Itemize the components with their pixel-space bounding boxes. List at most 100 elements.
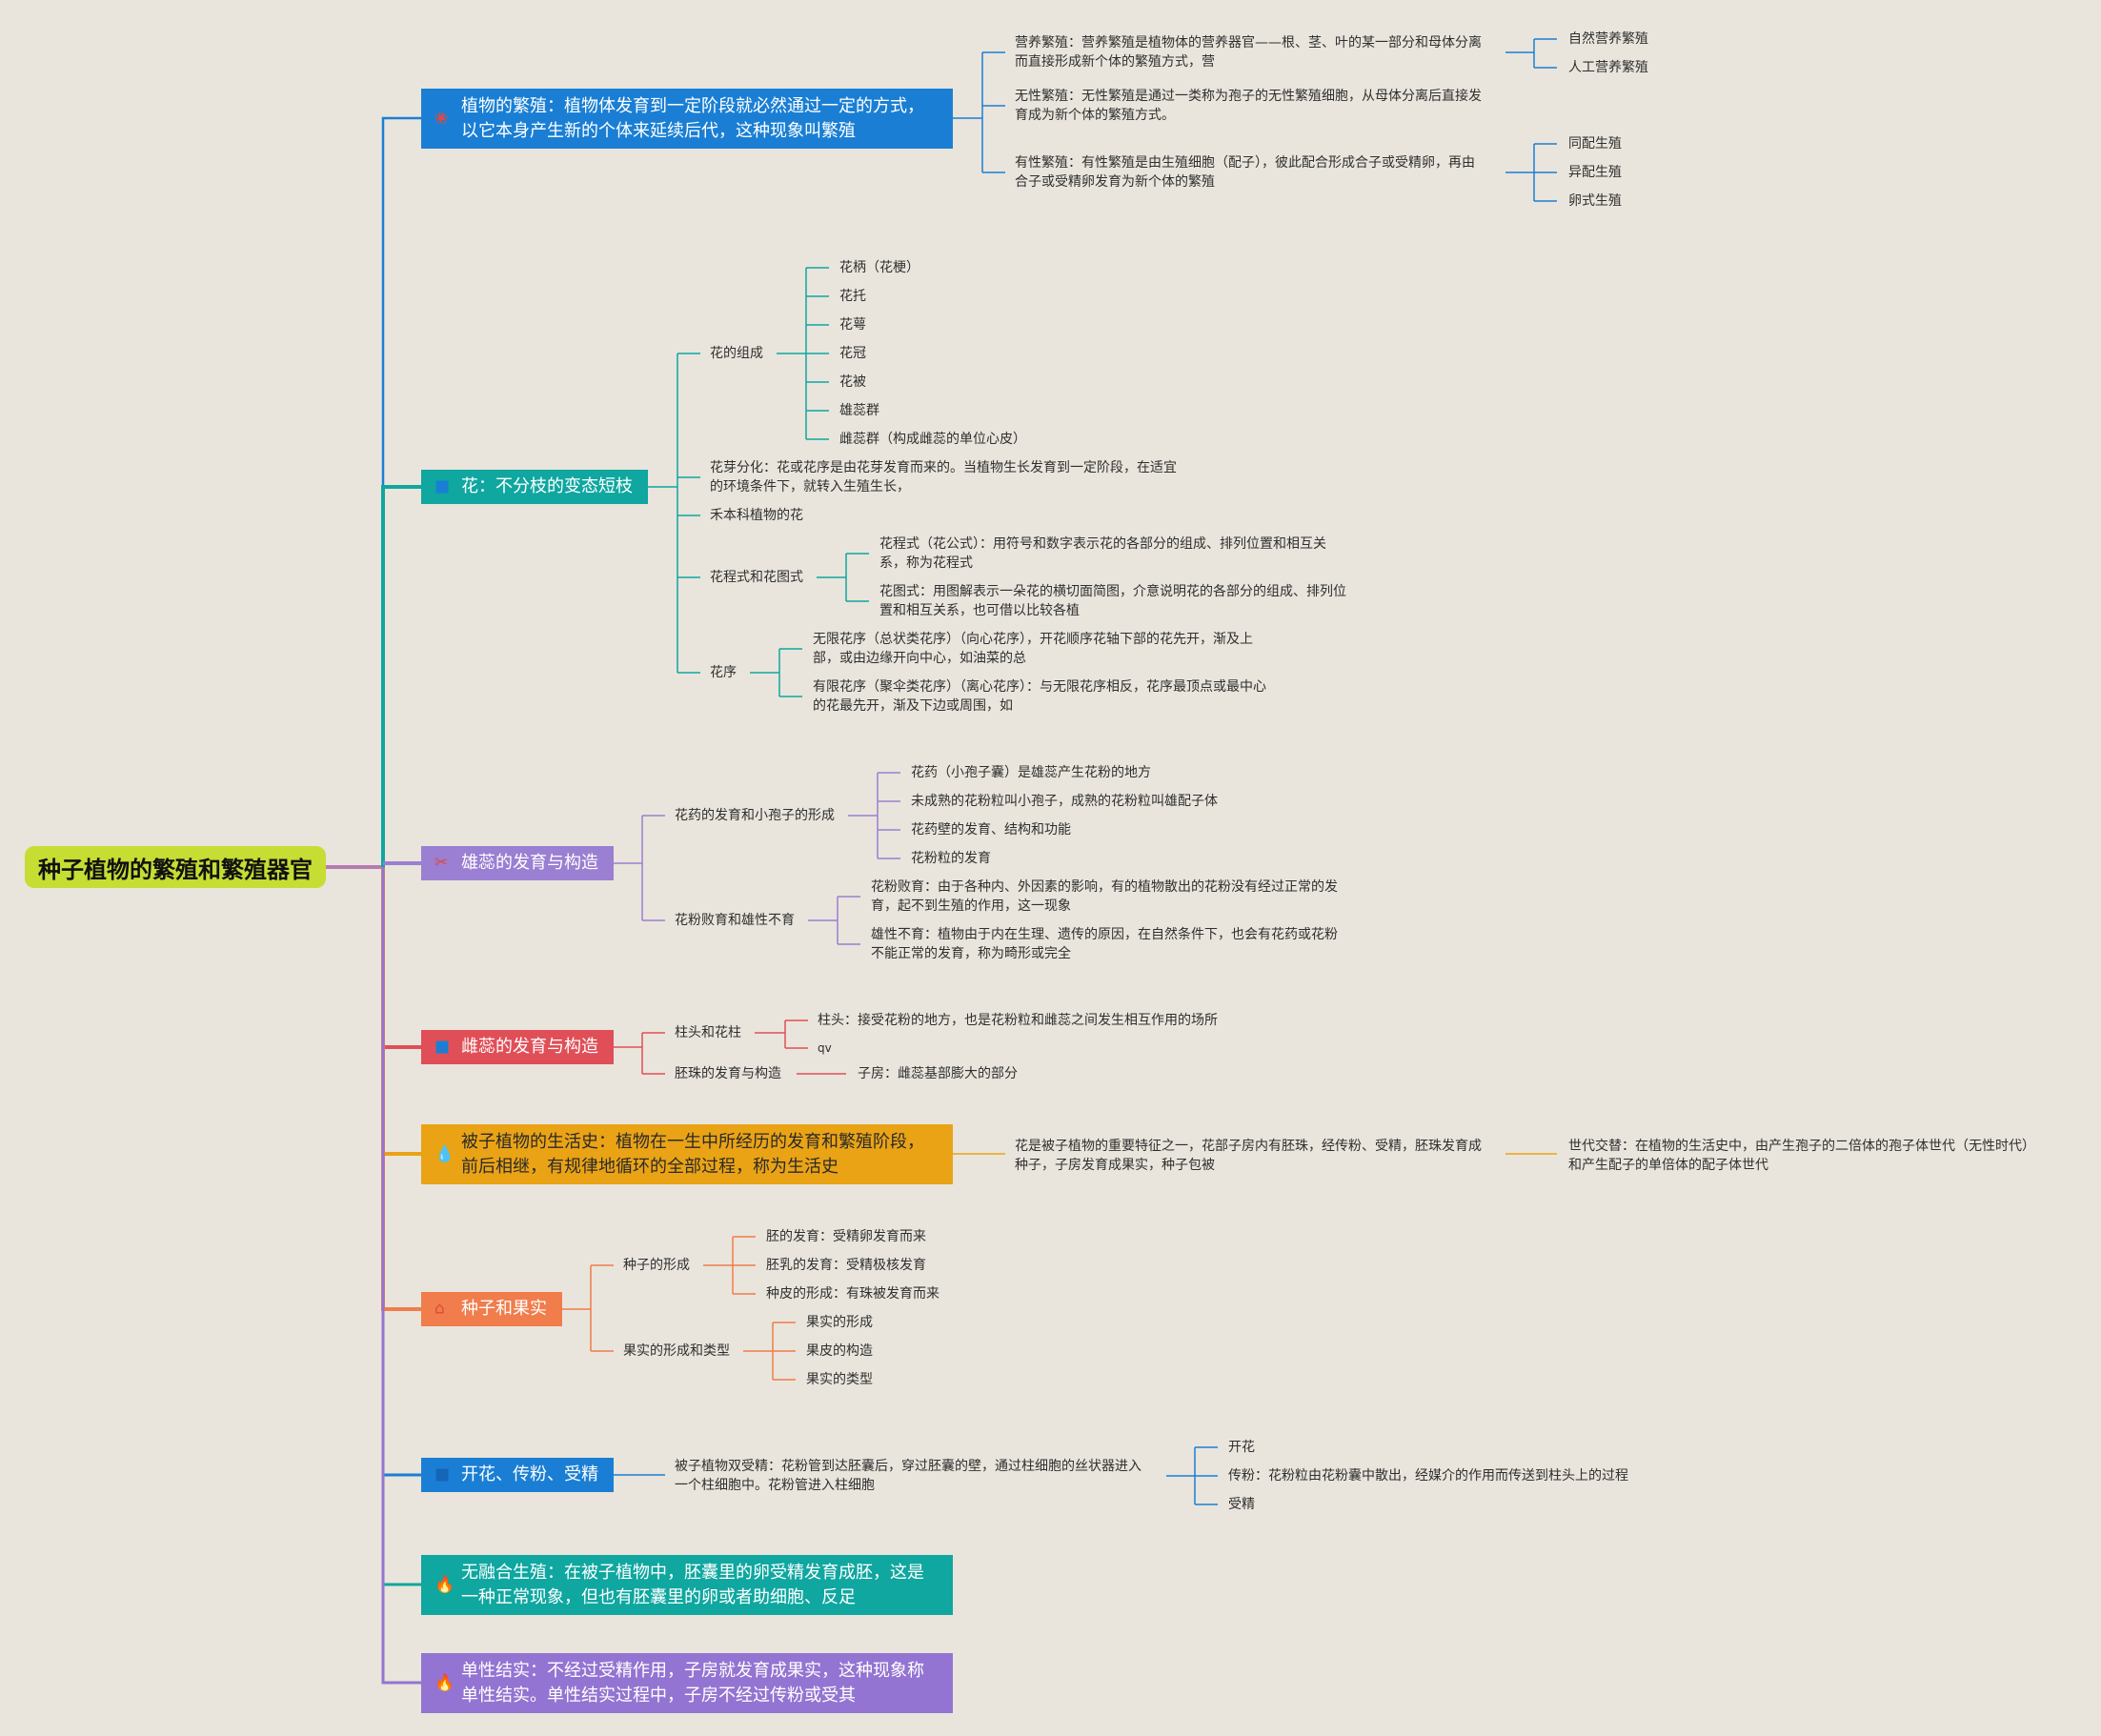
node-stigma-style[interactable]: 柱头和花柱 [675,1025,741,1040]
topic-line-2: 单性结实。单性结实过程中，子房不经过传粉或受其 [461,1685,856,1706]
node-line-1: 营养繁殖：营养繁殖是植物体的营养器官——根、茎、叶的某一部分和母体分离 [1015,35,1482,50]
node-line-1: 花芽分化：花或花序是由花芽发育而来的。当植物生长发育到一定阶段，在适宜 [710,460,1177,475]
node-flower-feature[interactable]: 花是被子植物的重要特征之一，花部子房内有胚珠，经传粉、受精，胚珠发育成 种子，子… [1015,1137,1482,1175]
node-anther-wall[interactable]: 花药壁的发育、结构和功能 [911,822,1071,838]
node-determinate-inflorescence[interactable]: 有限花序（聚伞类花序）（离心花序）：与无限花序相反，花序最顶点或最中心 的花最先… [813,677,1266,716]
node-gynoecium[interactable]: 雌蕊群（构成雌蕊的单位心皮） [839,432,1026,447]
topic-line-1: 被子植物的生活史：植物在一生中所经历的发育和繁殖阶段， [461,1131,924,1152]
node-ovary[interactable]: 子房：雌蕊基部膨大的部分 [858,1066,1018,1081]
trunk-connector [381,867,421,1156]
node-grass-flower[interactable]: 禾本科植物的花 [710,508,803,523]
topic-line-1: 植物的繁殖：植物体发育到一定阶段就必然通过一定的方式， [461,95,924,116]
node-calyx[interactable]: 花萼 [839,317,866,333]
node-isogamy[interactable]: 同配生殖 [1568,136,1622,151]
trunk-connector [381,867,421,1311]
topic-seed-fruit[interactable]: ⌂ 种子和果实 [421,1292,562,1326]
root-label: 种子植物的繁殖和繁殖器官 [38,856,313,883]
node-line-2: 育成为新个体的繁殖方式。 [1015,108,1175,123]
node-perianth[interactable]: 花被 [839,374,866,390]
trunk-connector [381,485,421,867]
node-male-sterility[interactable]: 雄性不育：植物由于内在生理、遗传的原因，在自然条件下，也会有花药或花粉 不能正常… [871,925,1338,963]
node-pollen-development[interactable]: 花粉粒的发育 [911,851,991,866]
node-line-1: 世代交替：在植物的生活史中，由产生孢子的二倍体的孢子体世代（无性时代） [1568,1139,2035,1154]
node-alternation-of-generations[interactable]: 世代交替：在植物的生活史中，由产生孢子的二倍体的孢子体世代（无性时代） 和产生配… [1568,1137,2035,1175]
node-double-fertilization[interactable]: 被子植物双受精：花粉管到达胚囊后，穿过胚囊的壁，通过柱细胞的丝状器进入 一个柱细… [675,1457,1141,1495]
node-pollination[interactable]: 传粉：花粉粒由花粉囊中散出，经媒介的作用而传送到柱头上的过程 [1228,1468,1628,1484]
node-line-1: 有限花序（聚伞类花序）（离心花序）：与无限花序相反，花序最顶点或最中心 [813,679,1266,695]
home-icon: ⌂ [434,1299,445,1319]
node-flowering[interactable]: 开花 [1228,1440,1255,1455]
topic-label: 雌蕊的发育与构造 [461,1037,598,1057]
node-pollen-abortion-sterility[interactable]: 花粉败育和雄性不育 [675,913,795,928]
node-line-2: 的环境条件下，就转入生殖生长， [710,479,910,495]
node-anther-microsporangium[interactable]: 花药（小孢子囊）是雄蕊产生花粉的地方 [911,765,1151,780]
node-embryo-development[interactable]: 胚的发育：受精卵发育而来 [766,1229,926,1244]
node-endosperm-development[interactable]: 胚乳的发育：受精极核发育 [766,1258,926,1273]
node-line-1: 被子植物双受精：花粉管到达胚囊后，穿过胚囊的壁，通过柱细胞的丝状器进入 [675,1459,1141,1474]
node-anther-development[interactable]: 花药的发育和小孢子的形成 [675,808,835,823]
node-sexual-reproduction[interactable]: 有性繁殖：有性繁殖是由生殖细胞（配子），彼此配合形成合子或受精卵，再由 合子或受… [1015,153,1475,192]
topic-label: 雄蕊的发育与构造 [461,853,598,873]
topic-line-1: 无融合生殖：在被子植物中，胚囊里的卵受精发育成胚，这是 [461,1562,924,1583]
node-fertilization[interactable]: 受精 [1228,1497,1255,1512]
topic-flowering-pollination-fertilization[interactable]: ■ 开花、传粉、受精 [421,1458,614,1492]
node-microspore[interactable]: 未成熟的花粉粒叫小孢子，成熟的花粉粒叫雄配子体 [911,794,1218,809]
node-inflorescence[interactable]: 花序 [710,665,737,680]
node-pollen-abortion[interactable]: 花粉败育：由于各种内、外因素的影响，有的植物散出的花粉没有经过正常的发 育，起不… [871,878,1338,916]
topic-pistil[interactable]: ■ 雌蕊的发育与构造 [421,1030,614,1064]
node-fruit-formation-types[interactable]: 果实的形成和类型 [623,1343,730,1359]
node-line-1: 雄性不育：植物由于内在生理、遗传的原因，在自然条件下，也会有花药或花粉 [871,927,1338,942]
node-line-2: 置和相互关系，也可借以比较各植 [879,603,1080,618]
node-pedicel[interactable]: 花柄（花梗） [839,260,919,275]
node-line-2: 而直接形成新个体的繁殖方式，营 [1015,54,1215,70]
node-corolla[interactable]: 花冠 [839,346,866,361]
node-qv[interactable]: qv [818,1041,832,1055]
node-line-2: 一个柱细胞中。花粉管进入柱细胞 [675,1478,875,1493]
node-seed-coat-formation[interactable]: 种皮的形成：有珠被发育而来 [766,1286,939,1302]
node-oogamy[interactable]: 卵式生殖 [1568,193,1622,209]
topic-apomixis[interactable]: 🔥 无融合生殖：在被子植物中，胚囊里的卵受精发育成胚，这是 一种正常现象，但也有… [421,1555,953,1615]
node-seed-formation[interactable]: 种子的形成 [623,1258,690,1273]
node-artificial-vegetative[interactable]: 人工营养繁殖 [1568,60,1648,75]
node-ovule-development[interactable]: 胚珠的发育与构造 [675,1066,781,1081]
node-flower-composition[interactable]: 花的组成 [710,346,763,361]
node-line-1: 花程式（花公式）：用符号和数字表示花的各部分的组成、排列位置和相互关 [879,536,1326,552]
node-floral-diagram[interactable]: 花图式：用图解表示一朵花的横切面简图，介意说明花的各部分的组成、排列位 置和相互… [879,582,1346,620]
node-receptacle[interactable]: 花托 [839,289,866,304]
topic-life-cycle[interactable]: 💧 被子植物的生活史：植物在一生中所经历的发育和繁殖阶段， 前后相继，有规律地循… [421,1124,953,1184]
node-line-2: 育，起不到生殖的作用，这一现象 [871,898,1071,914]
node-fruit-types[interactable]: 果实的类型 [806,1372,873,1387]
node-flower-bud-differentiation[interactable]: 花芽分化：花或花序是由花芽发育而来的。当植物生长发育到一定阶段，在适宜 的环境条… [710,458,1177,496]
node-vegetative-reproduction[interactable]: 营养繁殖：营养繁殖是植物体的营养器官——根、茎、叶的某一部分和母体分离 而直接形… [1015,33,1482,71]
node-line-1: 花是被子植物的重要特征之一，花部子房内有胚珠，经传粉、受精，胚珠发育成 [1015,1139,1482,1154]
node-stigma[interactable]: 柱头：接受花粉的地方，也是花粉粒和雌蕊之间发生相互作用的场所 [818,1013,1218,1028]
square-icon: ■ [434,1037,451,1057]
node-pericarp-structure[interactable]: 果皮的构造 [806,1343,873,1359]
node-line-2: 种子，子房发育成果实，种子包被 [1015,1158,1215,1173]
node-floral-formula-diagram[interactable]: 花程式和花图式 [710,570,803,585]
square-icon: ■ [434,476,451,496]
topic-plant-reproduction[interactable]: ❀ 植物的繁殖：植物体发育到一定阶段就必然通过一定的方式， 以它本身产生新的个体… [421,89,953,149]
node-line-1: 花粉败育：由于各种内、外因素的影响，有的植物散出的花粉没有经过正常的发 [871,879,1338,895]
node-line-2: 系，称为花程式 [879,555,973,571]
node-androecium[interactable]: 雄蕊群 [839,403,879,418]
node-fruit-formation[interactable]: 果实的形成 [806,1315,873,1330]
trunk-connector [381,867,421,1586]
node-line-2: 的花最先开，渐及下边或周围，如 [813,698,1013,714]
node-indeterminate-inflorescence[interactable]: 无限花序（总状类花序）（向心花序），开花顺序花轴下部的花先开，渐及上 部，或由边… [813,630,1253,668]
node-floral-formula[interactable]: 花程式（花公式）：用符号和数字表示花的各部分的组成、排列位置和相互关 系，称为花… [879,535,1326,573]
node-asexual-reproduction[interactable]: 无性繁殖：无性繁殖是通过一类称为孢子的无性繁殖细胞，从母体分离后直接发 育成为新… [1015,87,1482,125]
trunk-connector [381,116,421,867]
root-topic[interactable]: 种子植物的繁殖和繁殖器官 [25,846,326,888]
node-natural-vegetative[interactable]: 自然营养繁殖 [1568,31,1648,47]
topic-parthenocarpy[interactable]: 🔥 单性结实：不经过受精作用，子房就发育成果实，这种现象称 单性结实。单性结实过… [421,1653,953,1713]
topic-line-1: 单性结实：不经过受精作用，子房就发育成果实，这种现象称 [461,1660,924,1681]
topic-stamen[interactable]: ✂ 雄蕊的发育与构造 [421,846,614,880]
drop-icon: 💧 [434,1144,455,1163]
topic-flower[interactable]: ■ 花：不分枝的变态短枝 [421,470,648,504]
node-anisogamy[interactable]: 异配生殖 [1568,165,1622,180]
trunk-connector [381,867,421,1477]
node-line-2: 部，或由边缘开向中心，如油菜的总 [813,651,1026,666]
topic-label: 开花、传粉、受精 [461,1464,598,1484]
